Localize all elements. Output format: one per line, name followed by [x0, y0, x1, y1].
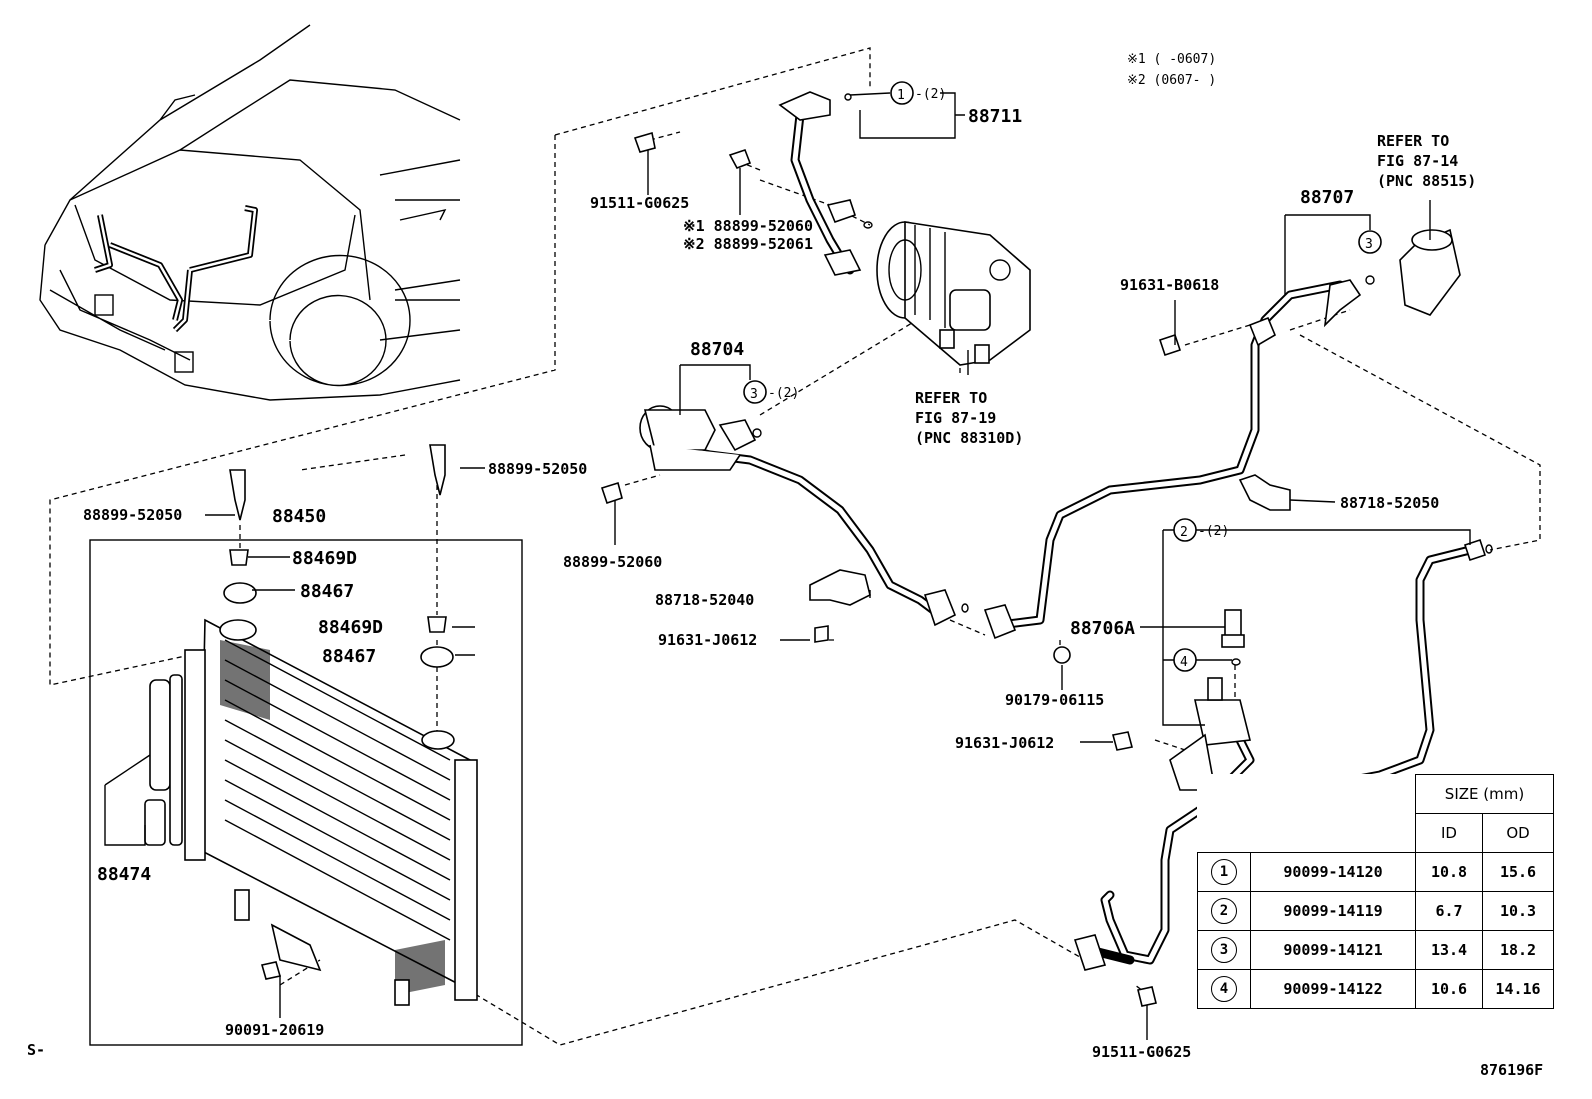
- label-91631-b0618: 91631-B0618: [1120, 276, 1219, 294]
- label-88707: 88707: [1300, 187, 1354, 208]
- table-row: 4 90099-14122 10.6 14.16: [1197, 969, 1554, 1009]
- row-id: 10.6: [1415, 969, 1483, 1009]
- table-row: 3 90099-14121 13.4 18.2: [1197, 930, 1554, 970]
- label-91631-j0612-a: 91631-J0612: [658, 631, 757, 649]
- page-code: 876196F: [1480, 1061, 1543, 1079]
- label-88718-52050: 88718-52050: [1340, 494, 1439, 512]
- hose-88707-fittings: [1248, 275, 1375, 347]
- vehicle-illustration: [39, 24, 461, 401]
- label-91511-g0625-top: 91511-G0625: [590, 194, 689, 212]
- row-od: 18.2: [1482, 930, 1554, 970]
- callouts: 1 -(2) 3 3 -(2) 2 -(2) 4: [743, 81, 1382, 672]
- callout-2: 2: [1180, 525, 1188, 540]
- label-88899-52060-a: ※1 88899-52060: [683, 217, 813, 235]
- row-od: 15.6: [1482, 852, 1554, 892]
- label-91511-g0625-bottom: 91511-G0625: [1092, 1043, 1191, 1061]
- label-90091-20619: 90091-20619: [225, 1021, 324, 1039]
- condenser-group-box: [89, 539, 523, 1046]
- label-88899-52060-b: 88899-52060: [563, 553, 662, 571]
- callout-1-top-qty: -(2): [915, 87, 946, 102]
- row-part-number: 90099-14122: [1250, 969, 1416, 1009]
- row-id: 13.4: [1415, 930, 1483, 970]
- row-ref-2: 2: [1211, 898, 1237, 924]
- label-88706a: 88706A: [1070, 618, 1135, 639]
- label-88469d-b: 88469D: [318, 617, 383, 638]
- leader-lines: [104, 92, 1471, 1040]
- row-ref-1: 1: [1211, 859, 1237, 885]
- note-1: ※1 ( -0607): [1127, 52, 1216, 67]
- table-row: 1 90099-14120 10.8 15.6: [1197, 852, 1554, 892]
- label-88718-52040: 88718-52040: [655, 591, 754, 609]
- label-88474: 88474: [97, 864, 151, 885]
- refer-to-88310d-line3: (PNC 88310D): [915, 429, 1023, 447]
- note-2: ※2 (0607- ): [1127, 73, 1216, 88]
- size-table-col-od: OD: [1482, 813, 1554, 853]
- clamp-88718-52040: [809, 569, 871, 606]
- row-id: 6.7: [1415, 891, 1483, 931]
- label-91631-j0612-b: 91631-J0612: [955, 734, 1054, 752]
- callout-3-88707: 3: [1365, 237, 1373, 252]
- refer-to-88310d-line1: REFER TO: [915, 389, 987, 407]
- row-part-number: 90099-14120: [1250, 852, 1416, 892]
- part-number-labels: ※1 ( -0607) ※2 (0607- ) REFER TO FIG 87-…: [27, 52, 1543, 1079]
- bolts: [260, 131, 1182, 1007]
- condenser-assembly: [89, 444, 523, 1046]
- label-88469d-a: 88469D: [292, 548, 357, 569]
- label-88467-b: 88467: [322, 646, 376, 667]
- receiver-88515: [1399, 228, 1461, 316]
- hose-88711-fittings: [778, 91, 873, 276]
- callout-2-qty: -(2): [1198, 524, 1229, 539]
- size-table-header: SIZE (mm): [1415, 774, 1554, 814]
- refer-to-88515-line3: (PNC 88515): [1377, 172, 1476, 190]
- row-id: 10.8: [1415, 852, 1483, 892]
- compressor: [876, 221, 1031, 366]
- clamp-88718-52050: [1238, 474, 1291, 511]
- row-part-number: 90099-14119: [1250, 891, 1416, 931]
- s-mark: S-: [27, 1041, 45, 1059]
- label-88899-52061: ※2 88899-52061: [683, 235, 813, 253]
- refer-to-88515-line1: REFER TO: [1377, 132, 1449, 150]
- label-88704: 88704: [690, 339, 744, 360]
- pressure-switch-88706a: [1169, 609, 1251, 791]
- label-88899-52050-right: 88899-52050: [488, 460, 587, 478]
- label-88450: 88450: [272, 506, 326, 527]
- refer-to-88515-line2: FIG 87-14: [1377, 152, 1458, 170]
- row-ref-3: 3: [1211, 937, 1237, 963]
- table-row: 2 90099-14119 6.7 10.3: [1197, 891, 1554, 931]
- row-od: 14.16: [1482, 969, 1554, 1009]
- callout-4: 4: [1180, 655, 1188, 670]
- label-88899-52050-left: 88899-52050: [83, 506, 182, 524]
- line-88706a-end-fitting: [1073, 538, 1493, 971]
- hose-88704-fittings: [639, 405, 1017, 640]
- callout-1-top: 1: [897, 88, 905, 103]
- label-88711: 88711: [968, 106, 1022, 127]
- row-od: 10.3: [1482, 891, 1554, 931]
- callout-3-88704: 3: [750, 387, 758, 402]
- label-90179-06115: 90179-06115: [1005, 691, 1104, 709]
- hose-size-table: SIZE (mm) ID OD 1 90099-14120 10.8 15.6 …: [1197, 774, 1554, 1009]
- callout-3-88704-qty: -(2): [768, 386, 799, 401]
- row-ref-4: 4: [1211, 976, 1237, 1002]
- row-part-number: 90099-14121: [1250, 930, 1416, 970]
- label-88467-a: 88467: [300, 581, 354, 602]
- size-table-col-id: ID: [1415, 813, 1483, 853]
- refer-to-88310d-line2: FIG 87-19: [915, 409, 996, 427]
